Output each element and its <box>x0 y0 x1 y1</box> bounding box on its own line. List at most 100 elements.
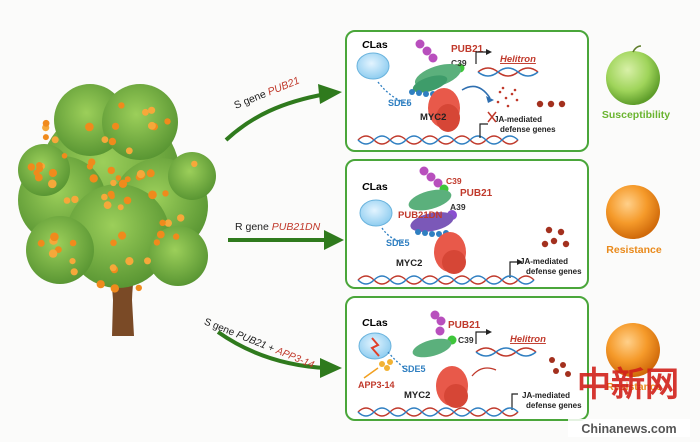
orange-fruit-dot <box>110 284 120 293</box>
orange-fruit-dot <box>101 193 108 201</box>
clas-bacterium-icon <box>356 52 390 80</box>
ja-label-2: defense genes <box>526 401 582 410</box>
arrow-r-gene: R gene PUB21DN <box>228 221 344 250</box>
orange-fruit-dot <box>124 176 131 183</box>
tree-canopy <box>18 84 216 288</box>
clas-label: CLas <box>362 181 388 193</box>
orange-fruit-dot <box>146 169 155 178</box>
ja-label-1: JA-mediated <box>522 391 570 400</box>
clas-bacterium-icon <box>359 199 393 227</box>
orange-fruit-dot <box>71 195 79 204</box>
outcome-label: Resistance <box>606 244 662 256</box>
arrow-label-1: S gene PUB21 <box>232 75 301 112</box>
orange-fruit-dot <box>142 108 149 116</box>
ja-dots <box>549 357 571 377</box>
myc2-label: MYC2 <box>420 112 446 123</box>
orange-fruit-dot <box>33 169 40 176</box>
orange-fruit-dot <box>107 190 115 198</box>
orange-fruit-dot <box>153 239 161 246</box>
helitron-dna <box>477 67 539 77</box>
orange-fruit-dot <box>110 179 117 187</box>
orange-fruit-dot <box>117 204 124 211</box>
orange-fruit-dot <box>164 118 171 125</box>
panel-resistance-app: CLas SDE5 APP3-14 PUB21 C39 MYC2 Helitro… <box>345 296 589 421</box>
app-label: APP3-14 <box>358 380 395 390</box>
orange-fruit-dot <box>48 168 58 178</box>
ubiquitin-chain <box>419 166 443 188</box>
outcome-resistance-dn: Resistance <box>606 185 662 256</box>
ubiquitin-chain <box>415 39 438 63</box>
orange-fruit-dot <box>48 179 57 189</box>
pub21dn-protein <box>410 212 454 232</box>
orange-fruit-dot <box>173 233 180 240</box>
arrow-head <box>318 84 342 104</box>
outcome-label: Susceptibility <box>602 109 670 121</box>
c39-label: C39 <box>458 335 474 345</box>
orange-fruit-dot <box>125 257 134 266</box>
orange-fruit-dot <box>69 258 76 265</box>
pub21dn-label: PUB21DN <box>398 210 442 221</box>
genome-dna <box>357 135 519 145</box>
pub21-protein <box>412 63 462 93</box>
myc2-protein <box>436 366 468 408</box>
pub21-label: PUB21 <box>460 188 493 199</box>
c39-label: C39 <box>451 58 467 68</box>
lightning-icon <box>370 337 380 357</box>
helitron-dna <box>475 347 537 357</box>
orange-fruit-dot <box>118 231 127 240</box>
arrow-label-3: S gene PUB21 + APP3-14 <box>202 317 316 371</box>
watermark-chinese: 中新网 <box>577 366 679 404</box>
orange-fruit-dot <box>27 163 35 171</box>
orange-fruit-dot <box>69 239 77 247</box>
orange-fruit-dot <box>144 257 151 265</box>
orange-fruit-dot <box>123 196 132 205</box>
c39-label: C39 <box>446 176 462 186</box>
helitron-label: Helitron <box>500 54 536 65</box>
orange-fruit-dot <box>159 219 166 226</box>
ja-label-1: JA-mediated <box>494 115 542 124</box>
clas-label: CLas <box>362 317 388 329</box>
myc2-protein <box>428 88 460 132</box>
orange-fruit-dot <box>118 179 128 188</box>
orange-fruit-dot <box>135 284 142 292</box>
myc2-protein <box>434 232 466 274</box>
pub21-label: PUB21 <box>451 44 484 55</box>
arrow-head <box>324 230 344 250</box>
orange-fruit-dot <box>164 219 172 227</box>
orange-fruit-dot <box>162 190 169 197</box>
orange-fruit-dot <box>55 246 62 254</box>
orange-fruit-dot <box>118 102 125 109</box>
orange-fruit-dot <box>36 162 43 169</box>
panel-susceptibility: CLas SDE5 PUB21 C39 MYC2 Helitron <box>345 30 589 152</box>
green-fruit-icon <box>606 51 660 105</box>
outcome-label: Resistance <box>606 381 662 393</box>
ubiquitin-chain <box>430 310 446 336</box>
pub21-protein <box>408 189 452 211</box>
orange-fruit-dot <box>148 190 157 200</box>
panel-frame <box>345 159 589 289</box>
arrow-head <box>320 358 342 378</box>
myc2-label: MYC2 <box>404 390 430 401</box>
orange-fruit-dot <box>115 175 122 181</box>
orange-fruit-dot <box>42 134 49 141</box>
orange-fruit-dot <box>61 153 68 159</box>
orange-fruit-dot <box>101 136 109 144</box>
watermark-url: Chinanews.com <box>581 422 676 436</box>
pub21-protein <box>412 338 452 358</box>
orange-fruit-dot <box>88 158 96 166</box>
orange-fruit-dot <box>70 268 78 276</box>
orange-fruit-dot <box>156 230 165 239</box>
ja-label-2: defense genes <box>526 267 582 276</box>
orange-fruit-dot <box>63 197 71 204</box>
orange-fruit-dot <box>191 160 198 168</box>
pub21-label: PUB21 <box>448 320 481 331</box>
a39-label: A39 <box>450 202 466 212</box>
orange-fruit-dot <box>148 121 156 130</box>
outcome-susceptibility: Susceptibility <box>602 45 670 121</box>
orange-fruit-icon <box>606 323 660 377</box>
orange-fruit-dot <box>51 136 59 144</box>
sde5-label: SDE5 <box>388 98 412 108</box>
orange-fruit-dot <box>96 280 105 289</box>
panel-frame <box>345 296 589 421</box>
